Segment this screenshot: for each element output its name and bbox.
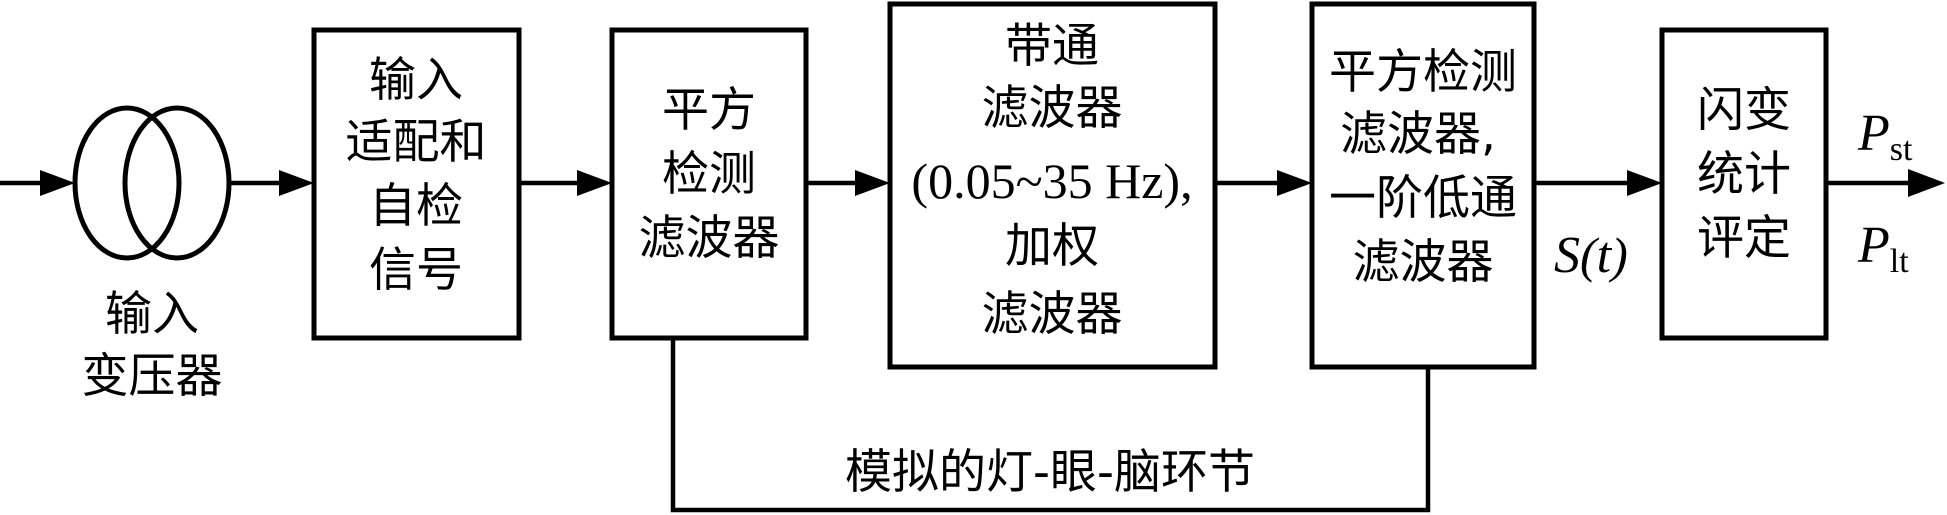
square-detect-2-line3: 一阶低通: [1329, 171, 1517, 226]
arrowhead-square2-to-flicker: [1627, 170, 1662, 196]
flicker-eval-line3: 评定: [1697, 211, 1791, 266]
bandpass-line4: 加权: [1005, 219, 1099, 274]
bandpass-line3: (0.05~35 Hz),: [911, 153, 1192, 209]
arrowhead-square1-to-bandpass: [855, 170, 890, 196]
square-detect-1-line2: 检测: [662, 147, 756, 202]
signal-s-t-label: S(t): [1554, 227, 1628, 284]
square-detect-1-line1: 平方: [662, 83, 756, 138]
lamp-eye-brain-bracket: [670, 338, 1431, 513]
arrowhead-adapt-to-square1: [577, 170, 612, 196]
square-detect-2-line4: 滤波器: [1353, 235, 1494, 290]
input-adapt-line1: 输入: [369, 53, 463, 108]
input-transformer-symbol: [72, 105, 232, 261]
flicker-eval-line1: 闪变: [1697, 83, 1791, 138]
flicker-statistics-block: [1659, 27, 1829, 341]
output-arrowhead: [1908, 169, 1945, 197]
input-adapt-block: [311, 27, 522, 341]
square-detect-1-line3: 滤波器: [639, 211, 780, 266]
input-adapt-line2: 适配和: [346, 115, 487, 170]
bandpass-line1: 带通: [1005, 19, 1099, 74]
bandpass-line5: 滤波器: [982, 287, 1123, 342]
output-pst-label: Pst: [1857, 105, 1913, 168]
lamp-eye-brain-label: 模拟的灯-眼-脑环节: [845, 445, 1255, 500]
input-transformer-label-line2: 变压器: [82, 349, 223, 404]
square-detect-2-line2: 滤波器,: [1340, 107, 1496, 162]
output-plt-label: Plt: [1857, 217, 1909, 280]
bandpass-weighting-block: [887, 1, 1218, 370]
input-arrowhead: [40, 170, 75, 196]
input-transformer-label-line1: 输入: [105, 287, 199, 342]
input-adapt-line4: 信号: [369, 243, 463, 298]
flicker-eval-line2: 统计: [1697, 147, 1791, 202]
arrowhead-transformer-to-adapt: [279, 170, 314, 196]
bandpass-line2: 滤波器: [982, 81, 1123, 136]
arrowhead-bandpass-to-square2: [1277, 170, 1312, 196]
square-detect-lowpass-block: [1309, 1, 1537, 370]
input-adapt-line3: 自检: [369, 179, 463, 234]
square-detect-2-line1: 平方检测: [1329, 45, 1517, 100]
